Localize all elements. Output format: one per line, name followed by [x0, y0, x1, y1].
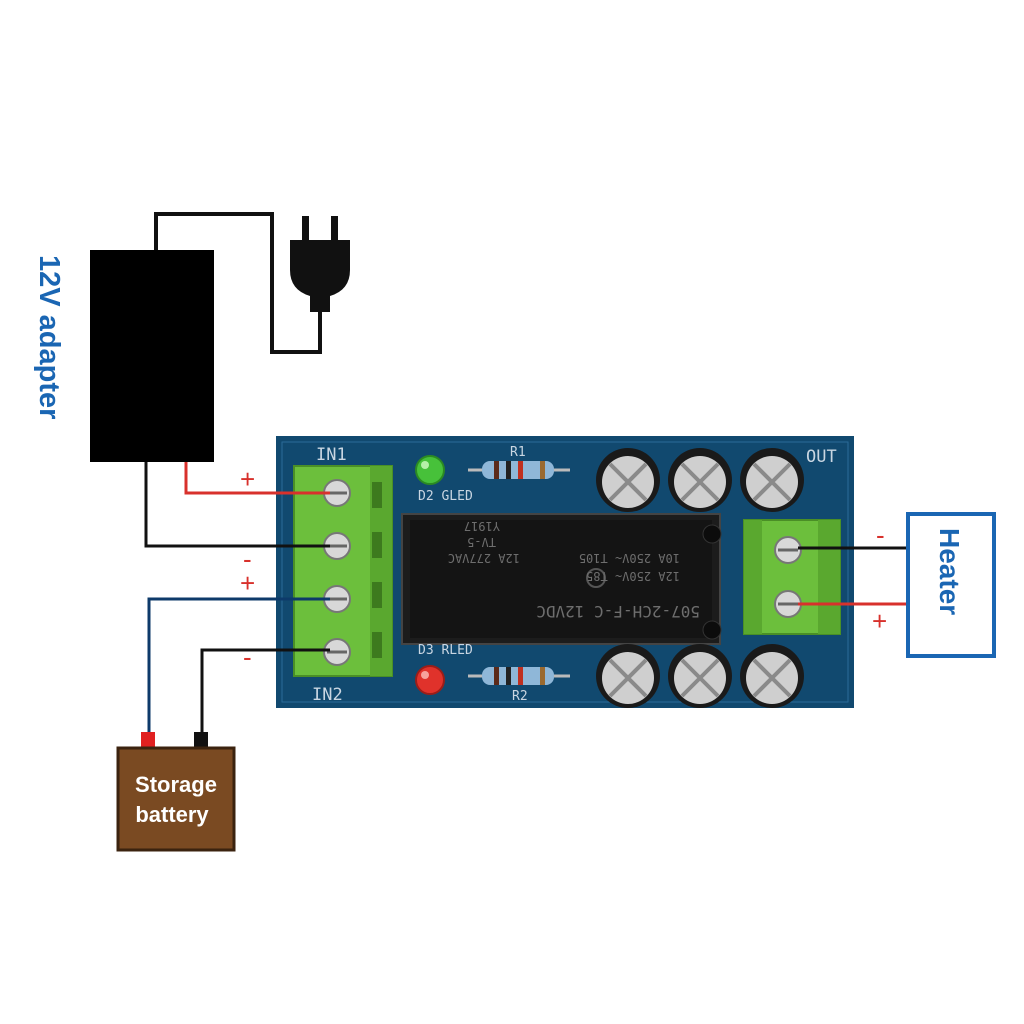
r1-label: R1	[510, 445, 526, 460]
relay	[401, 513, 722, 645]
in1-label: IN1	[316, 445, 347, 465]
storage-battery	[116, 746, 236, 852]
capacitors-top	[596, 448, 804, 512]
d3-label: D3 RLED	[418, 643, 473, 658]
adapter-body	[90, 250, 214, 462]
in2-label: IN2	[312, 685, 343, 705]
relay-line-tv: TV-5	[467, 535, 496, 549]
wire-battery-positive	[147, 597, 330, 734]
pcb-edge	[281, 441, 849, 703]
capacitors-bottom	[596, 644, 804, 708]
wire-adapter-positive	[184, 462, 330, 495]
green-led	[415, 455, 445, 485]
battery-label-line1: Storage	[135, 772, 217, 797]
heater-box	[906, 512, 996, 658]
adapter-cord	[154, 212, 322, 354]
adapter-label: 12V adapter	[33, 255, 65, 419]
relay-line-model: 507-2CH-F-C 12VDC	[536, 602, 700, 621]
heater-label: Heater	[934, 528, 965, 615]
wire-adapter-negative	[144, 462, 330, 548]
resistor-r2	[468, 667, 570, 685]
relay-line-rating-2: 10A 250V~ T105	[579, 551, 680, 565]
red-led	[415, 665, 445, 695]
relay-line-rating-1: 12A 250V~ T85	[586, 569, 680, 583]
battery-positive-terminal	[141, 732, 155, 748]
power-plug-icon	[290, 216, 350, 312]
battery-label-line2: battery	[135, 802, 209, 827]
resistor-r1	[468, 461, 570, 479]
relay-line-rating-3: 12A 277VAC	[448, 551, 520, 565]
relay-line-code: Y1917	[464, 519, 500, 533]
heater-minus-sign: -	[876, 520, 885, 550]
r2-label: R2	[512, 689, 528, 704]
battery-negative-terminal	[194, 732, 208, 748]
out-label: OUT	[806, 447, 837, 467]
adapter-minus-sign: -	[243, 544, 252, 574]
input-terminal-block	[293, 465, 393, 677]
output-terminal-block	[743, 519, 841, 635]
wire-battery-negative	[200, 648, 330, 734]
adapter-plus-sign: +	[240, 464, 255, 494]
battery-minus-sign: -	[243, 642, 252, 672]
battery-plus-sign: +	[240, 568, 255, 598]
d2-label: D2 GLED	[418, 489, 473, 504]
heater-plus-sign: +	[872, 606, 887, 636]
